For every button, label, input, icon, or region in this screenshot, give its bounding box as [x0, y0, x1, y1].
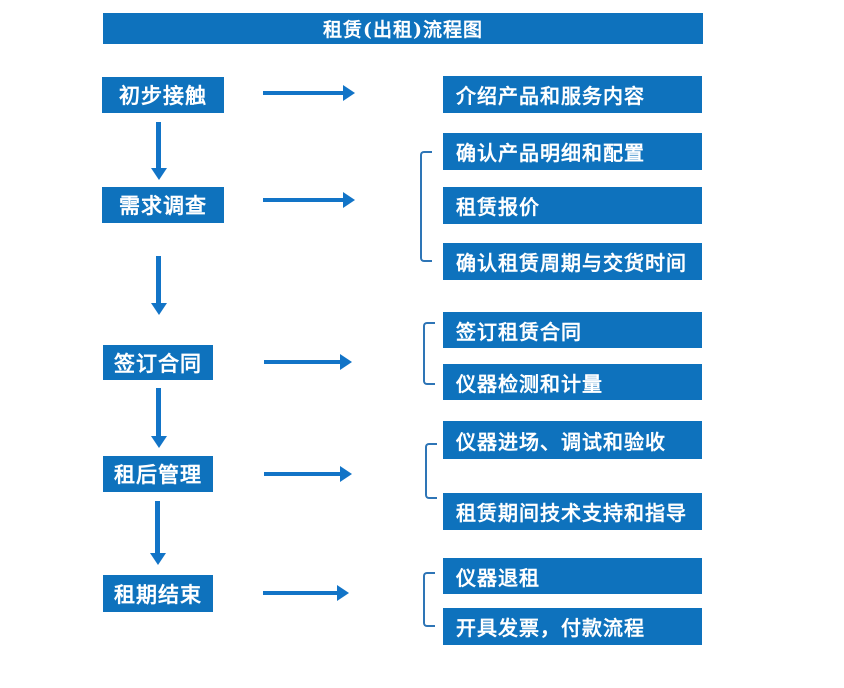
step-box-post-rental-mgmt: 租后管理 — [103, 456, 213, 492]
step-box-rental-end: 租期结束 — [103, 575, 213, 612]
detail-box-sign-rental-contract: 签订租赁合同 — [443, 312, 702, 348]
group-bracket — [423, 322, 435, 385]
detail-box-instrument-return: 仪器退租 — [443, 558, 702, 594]
down-arrow-icon — [151, 122, 167, 180]
group-bracket — [423, 572, 435, 627]
right-arrow-icon — [264, 354, 352, 370]
right-arrow-icon — [263, 85, 355, 101]
group-bracket — [425, 443, 437, 499]
detail-box-confirm-period-delivery: 确认租赁周期与交货时间 — [443, 243, 702, 280]
right-arrow-icon — [263, 585, 349, 601]
detail-box-instrument-setup: 仪器进场、调试和验收 — [443, 421, 702, 459]
down-arrow-icon — [151, 256, 167, 315]
detail-box-instrument-inspection: 仪器检测和计量 — [443, 364, 702, 400]
detail-box-invoice-payment: 开具发票，付款流程 — [443, 608, 702, 645]
detail-box-introduce-products: 介绍产品和服务内容 — [443, 76, 702, 113]
step-box-demand-survey: 需求调查 — [102, 187, 224, 223]
detail-box-rental-quote: 租赁报价 — [443, 187, 702, 224]
down-arrow-icon — [151, 388, 167, 448]
right-arrow-icon — [263, 192, 355, 208]
down-arrow-icon — [150, 501, 166, 565]
step-box-sign-contract: 签订合同 — [103, 345, 213, 380]
right-arrow-icon — [264, 466, 352, 482]
group-bracket — [420, 151, 432, 262]
detail-box-confirm-product-config: 确认产品明细和配置 — [443, 133, 702, 170]
detail-box-tech-support: 租赁期间技术支持和指导 — [443, 493, 702, 530]
diagram-title: 租赁(出租)流程图 — [103, 13, 703, 44]
step-box-initial-contact: 初步接触 — [102, 77, 224, 113]
